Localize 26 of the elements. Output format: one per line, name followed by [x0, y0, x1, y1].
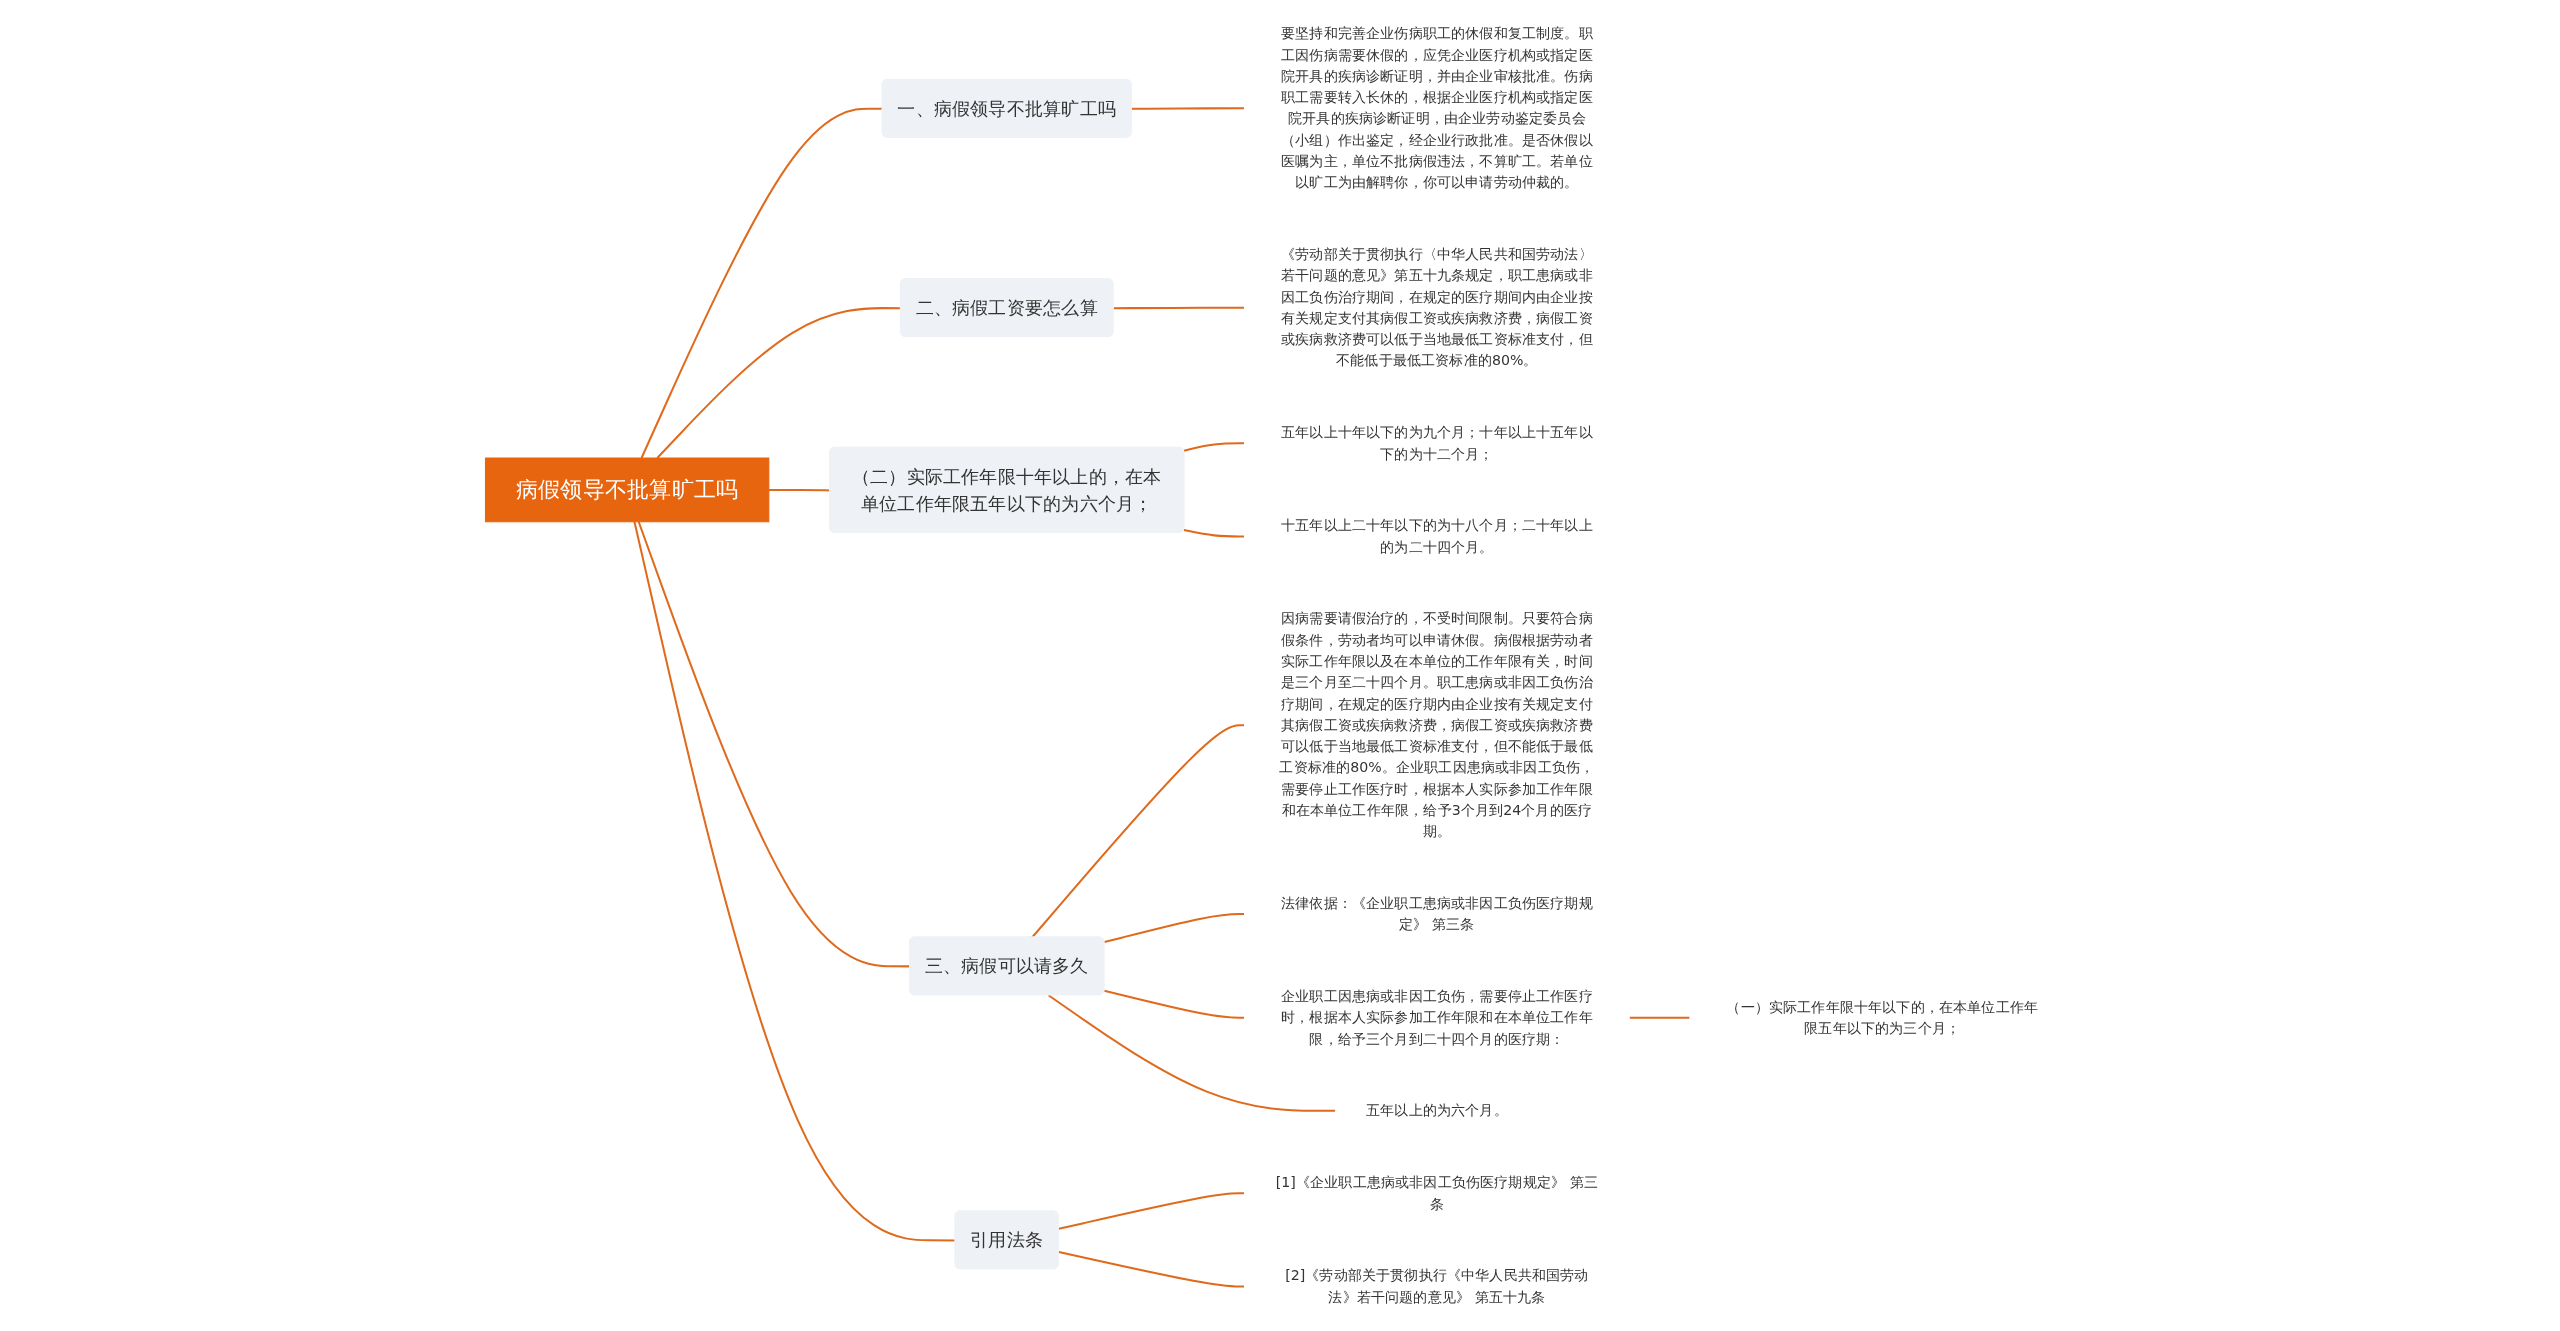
connector — [640, 107, 883, 459]
connector — [656, 307, 901, 459]
node-text: [1]《企业职工患病或非因工负伤医疗期规定》 第三条 — [1275, 1174, 1598, 1212]
connector — [633, 521, 956, 1242]
connector — [1131, 107, 1245, 110]
connector — [1183, 442, 1245, 452]
connector — [1113, 306, 1245, 310]
node-text: 企业职工因患病或非因工负伤，需要停止工作医疗时，根据本人实际参加工作年限和在本单位工作年限，给予三个月到二十四个月的医疗期： — [1281, 987, 1593, 1047]
connector — [1104, 989, 1245, 1019]
node-text: 法律依据：《企业职工患病或非因工负伤医疗期规定》 第三条 — [1281, 894, 1593, 933]
node-text: 五年以上十年以下的为九个月；十年以上十五年以下的为十二个月； — [1281, 424, 1593, 462]
node-text: （一）实际工作年限十年以下的，在本单位工作年限五年以下的为三个月； — [1726, 998, 2039, 1036]
connector — [1058, 1251, 1245, 1288]
node-box: 病假领导不批算旷工吗 — [484, 457, 770, 523]
node-text: 要坚持和完善企业伤病职工的休假和复工制度。职工因伤病需要休假的，应凭企业医疗机构或指定医院开具的疾病诊断证明，并由企业审核批准。伤病职工需要转入长休的，根据企业医疗机构或指定医院开具的疾病诊断证明，由企业劳动鉴定委员会（小组）作出鉴定，经企业行政批准。是否休假以医嘱为主，单位不批病假违法，不算旷工。若单位以旷工为由解聘你，你可以申请劳动仲裁的。 — [1281, 25, 1593, 191]
connector — [1629, 1016, 1690, 1019]
node-text: [2]《劳动部关于贯彻执行《中华人民共和国劳动法》若干问题的意见》 第五十九条 — [1285, 1267, 1589, 1305]
node-text: 因病需要请假治疗的，不受时间限制。只要符合病假条件，劳动者均可以申请休假。病假根据劳动者实际工作年限以及在本单位的工作年限有关，时间是三个月至二十四个月。职工患病或非因工负伤治疗期间，在规定的医疗期内由企业按有关规定支付其病假工资或疾病救济费，病假工资或疾病救济费可以低于当地最低工资标准支付，但不能低于最低工资标准的80%。企业职工因患病或非因工负伤，需要停止工作医疗时，根据本人实际参加工作年限和在本单位工作年限，给予3个月到24个月的医疗期。 — [1279, 610, 1595, 840]
connector — [1047, 994, 1336, 1112]
connector — [1058, 1192, 1245, 1230]
node-text: 五年以上的为六个月。 — [1366, 1102, 1508, 1119]
node-text: 《劳动部关于贯彻执行〈中华人民共和国劳动法〉若干问题的意见》第五十九条规定，职工患病或非因工负伤治疗期间，在规定的医疗期间内由企业按有关规定支付其病假工资或疾病救济费，病假工资或疾病救济费可以低于当地最低工资标准支付，但不能低于最低工资标准的80%。 — [1281, 245, 1593, 369]
connector — [1031, 724, 1245, 939]
node-text: 十五年以上二十年以下的为十八个月；二十年以上的为二十四个月。 — [1281, 517, 1593, 555]
connector — [1183, 529, 1245, 538]
connector — [1104, 913, 1245, 944]
